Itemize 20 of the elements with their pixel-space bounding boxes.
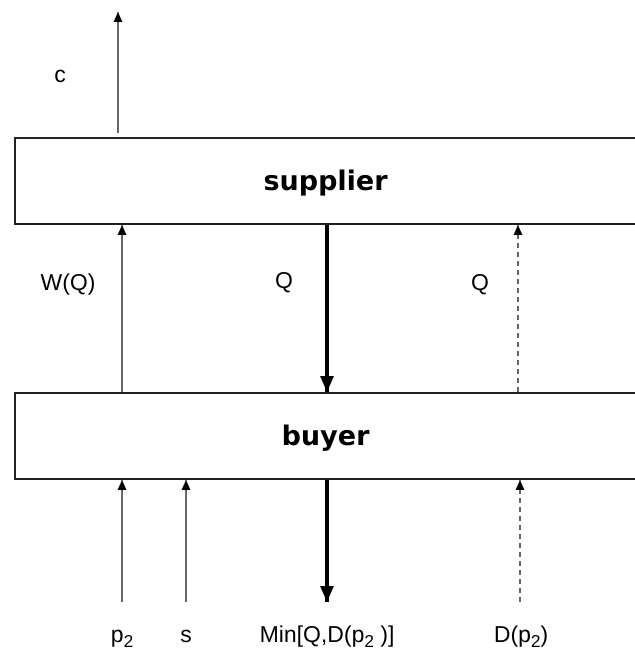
variable-label: Min[Q,D(p$_{2}$ )] (260, 622, 394, 648)
edge-label: Q (275, 268, 293, 294)
box-title: supplier (263, 166, 388, 196)
arrow (114, 12, 122, 133)
variable-label: p$_{2}$ (110, 622, 134, 648)
arrow (118, 480, 126, 602)
box-title: buyer (282, 420, 370, 452)
variable-label: s (180, 622, 192, 648)
process-box (14, 392, 635, 480)
edge-label: c (54, 62, 66, 88)
arrow (320, 225, 334, 392)
arrow (118, 225, 126, 392)
edge-label: Q (471, 270, 489, 296)
process-box (14, 137, 635, 225)
arrow (182, 480, 190, 602)
arrow (514, 225, 522, 392)
arrow (516, 480, 524, 602)
arrow (320, 480, 334, 602)
edge-label: W(Q) (40, 270, 96, 296)
variable-label: D(p$_{2}$) (494, 622, 548, 648)
